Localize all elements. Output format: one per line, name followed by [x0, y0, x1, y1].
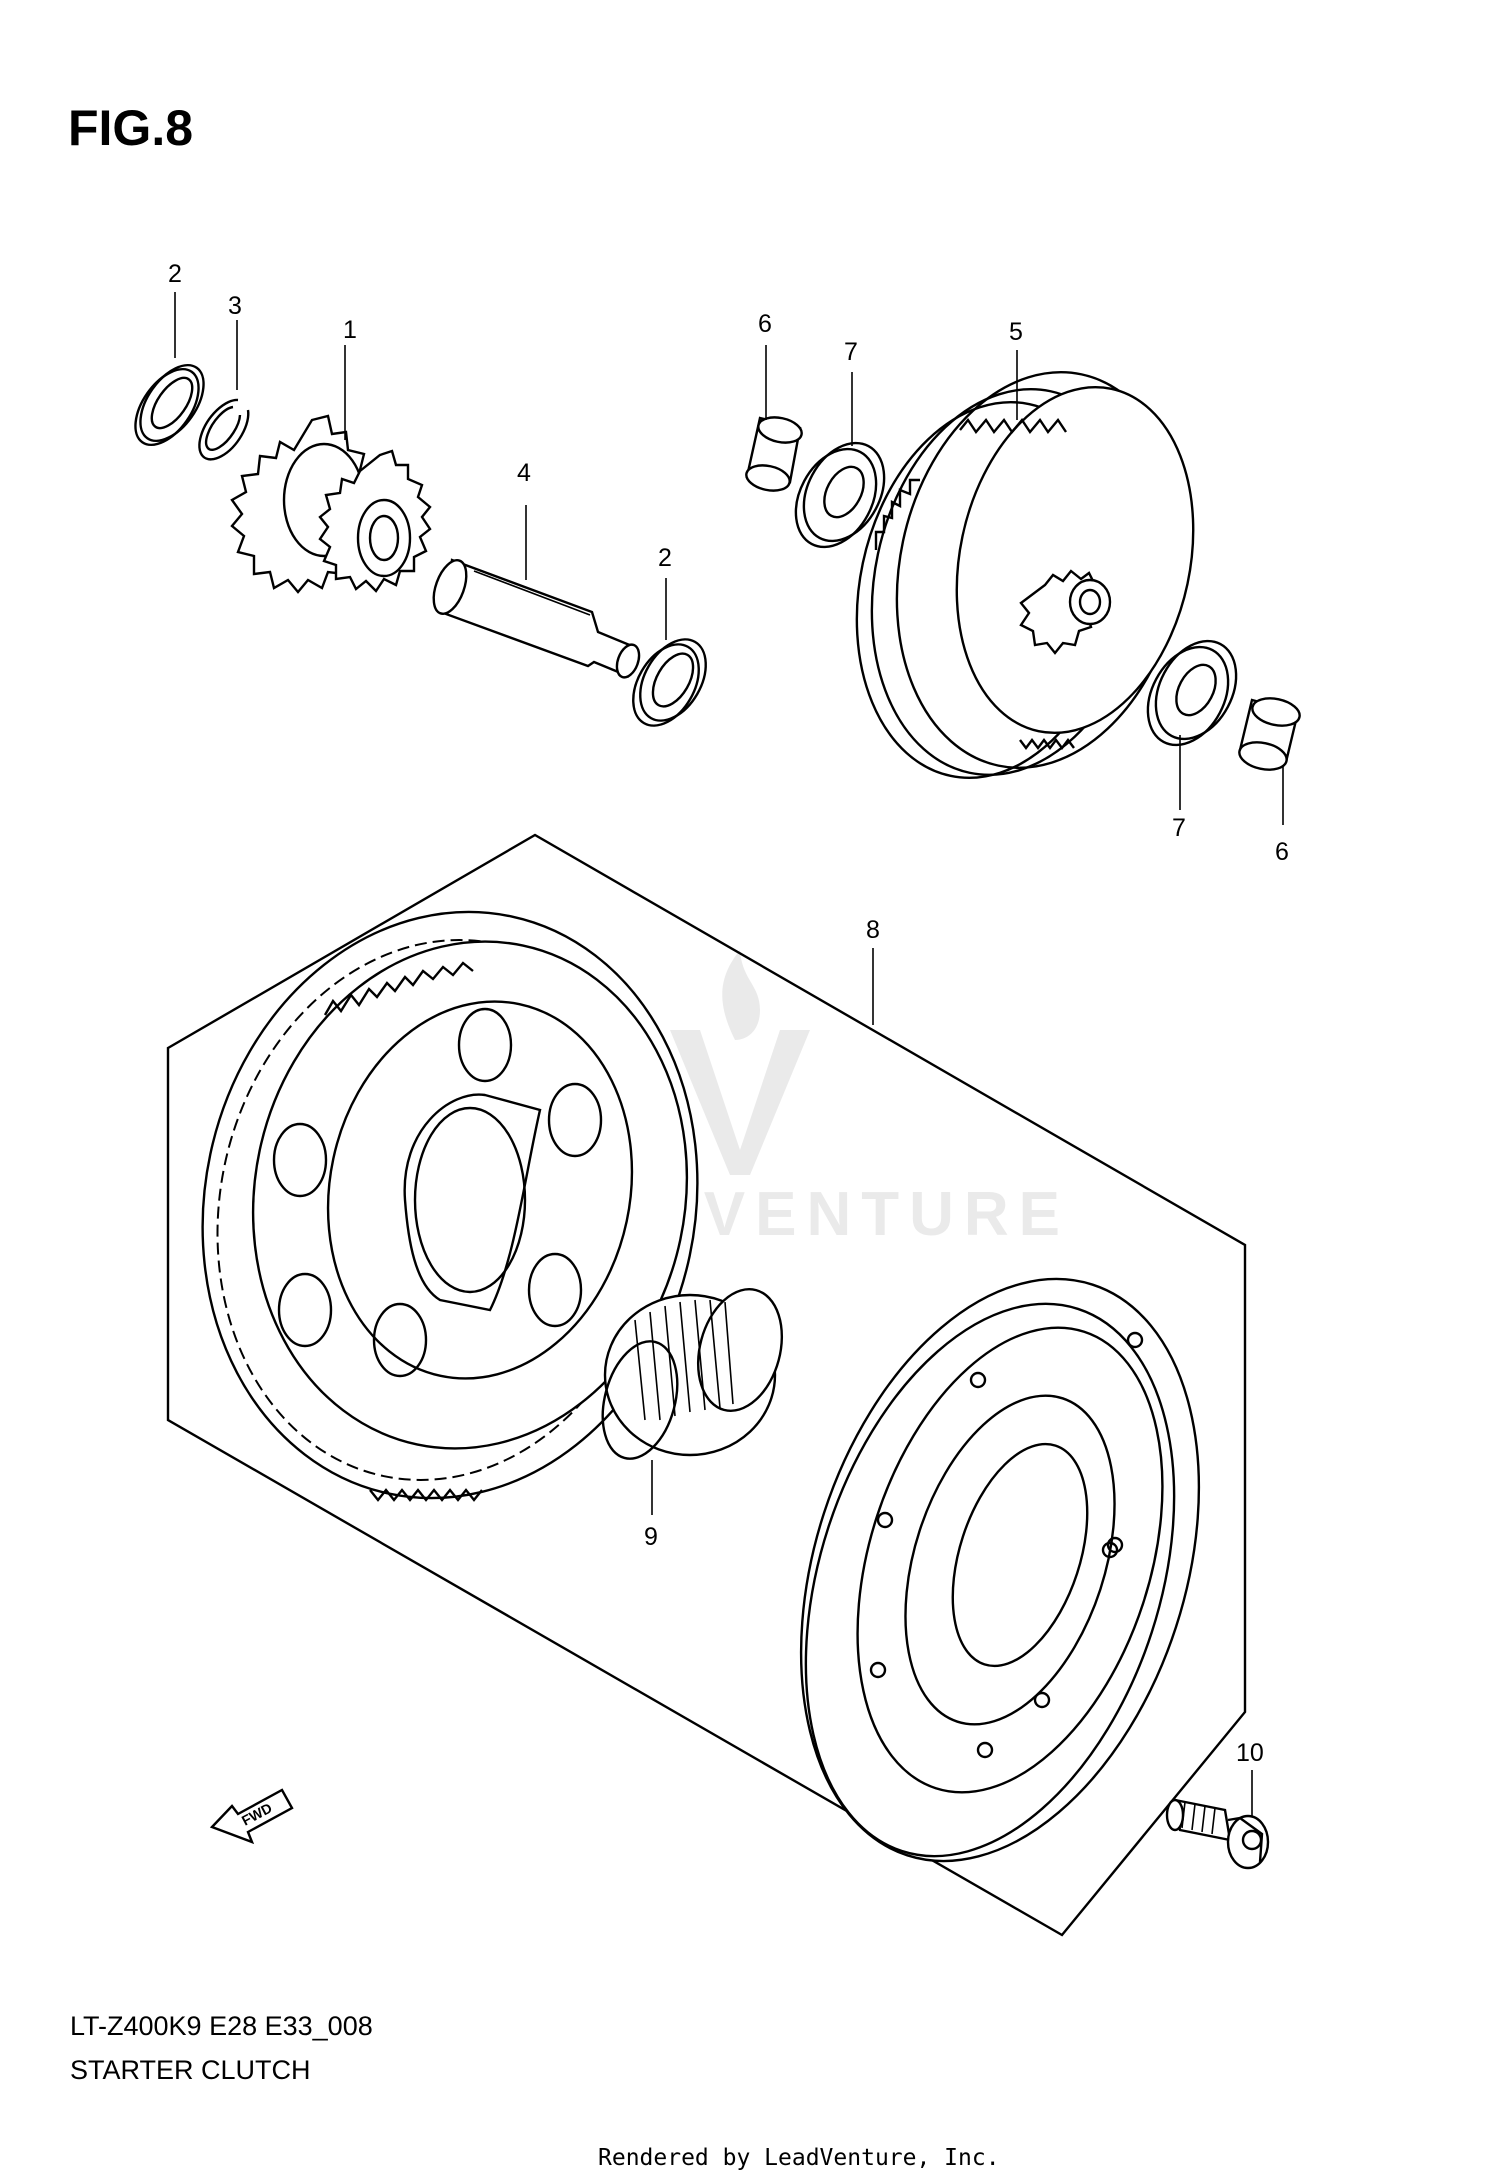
- callout-2-lower: 2: [658, 544, 672, 572]
- section-title: STARTER CLUTCH: [70, 2055, 311, 2085]
- callout-3: 3: [228, 292, 242, 320]
- part-10-bolt: [1165, 1798, 1270, 1870]
- starter-clutch-gear: [201, 910, 699, 1502]
- part-1-idle-gear: [230, 414, 432, 594]
- callout-7-lower: 7: [1172, 814, 1186, 842]
- callout-9: 9: [644, 1523, 658, 1551]
- part-6-bushing-upper: [745, 416, 803, 492]
- part-labels: 1 2 2 3 4 5 6 6 7 7 8 9 10: [168, 260, 1289, 1767]
- part-8-assembly-outline: [166, 833, 1247, 1937]
- part-2-thrust-washer-lower: [632, 638, 707, 727]
- callout-6-lower: 6: [1275, 838, 1289, 866]
- leader-lines: [174, 292, 1284, 1816]
- footer-credit: Rendered by LeadVenture, Inc.: [598, 2145, 1000, 2171]
- part-7-washer-upper: [794, 441, 886, 549]
- part-4-idle-shaft: [432, 558, 641, 679]
- callout-5: 5: [1009, 318, 1023, 346]
- part-9-needle-bearing: [601, 1288, 784, 1460]
- part-2-thrust-washer: [134, 363, 205, 447]
- callout-10: 10: [1236, 1739, 1264, 1767]
- part-5-torque-limiter: [855, 371, 1195, 780]
- fwd-arrow-icon: FWD: [209, 1788, 294, 1845]
- model-code: LT-Z400K9 E28 E33_008: [70, 2011, 373, 2041]
- callout-2-upper: 2: [168, 260, 182, 288]
- one-way-clutch: [799, 1277, 1201, 1863]
- callout-6-upper: 6: [758, 310, 772, 338]
- callout-1: 1: [343, 316, 357, 344]
- callout-8: 8: [866, 916, 880, 944]
- callout-7-upper: 7: [844, 338, 858, 366]
- part-6-bushing-lower: [1238, 697, 1301, 771]
- figure-label: FIG.8: [68, 100, 193, 156]
- callout-4: 4: [517, 459, 531, 487]
- part-7-washer-lower: [1146, 639, 1238, 747]
- part-3-circlip: [198, 398, 250, 461]
